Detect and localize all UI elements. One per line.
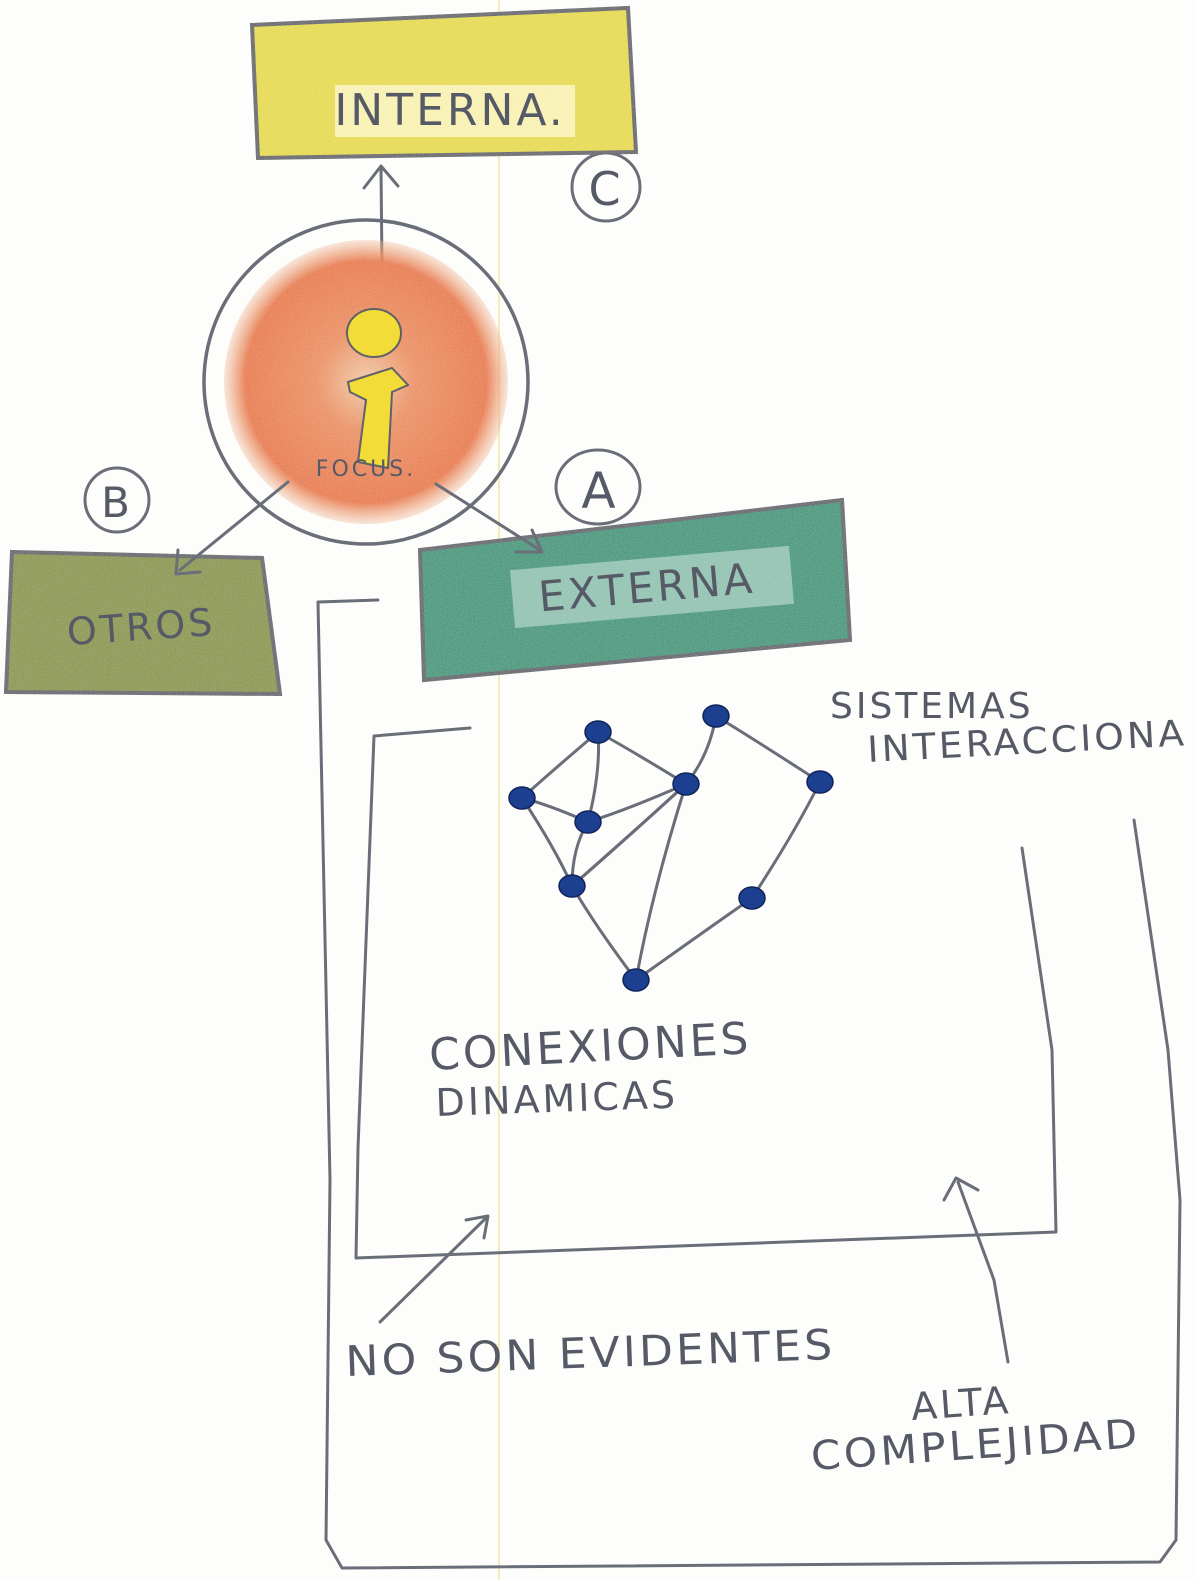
network-node bbox=[622, 968, 650, 992]
inner-frame bbox=[354, 726, 1058, 1260]
arrow-no-son-evidentes bbox=[378, 1214, 490, 1324]
focus-node: FOCUS. bbox=[202, 218, 530, 546]
network-graph bbox=[508, 704, 834, 992]
network-node bbox=[738, 886, 766, 910]
arrow-focus-to-externa bbox=[434, 482, 544, 554]
marker-a: A bbox=[554, 448, 642, 526]
conexiones-label-line1: CONEXIONES bbox=[428, 1013, 753, 1081]
arrow-focus-to-otros bbox=[174, 480, 290, 576]
network-edge bbox=[635, 896, 753, 982]
network-node bbox=[558, 874, 586, 898]
network-edge bbox=[634, 783, 688, 981]
conexiones-label-line2: DINAMICAS bbox=[435, 1073, 679, 1125]
network-node bbox=[806, 770, 834, 794]
marker-b-label: B bbox=[101, 478, 133, 527]
externa-box: EXTERNA bbox=[417, 497, 853, 683]
interna-label: INTERNA. bbox=[334, 85, 565, 136]
network-node bbox=[508, 786, 536, 810]
network-edge bbox=[587, 782, 687, 824]
marker-b: B bbox=[83, 466, 151, 534]
no-son-evidentes-label: NO SON EVIDENTES bbox=[345, 1320, 836, 1386]
marker-c-label: C bbox=[588, 162, 623, 216]
network-node bbox=[584, 720, 612, 744]
marker-c: C bbox=[570, 151, 642, 223]
sistemas-label-line1: SISTEMAS bbox=[830, 686, 1034, 727]
network-node bbox=[574, 810, 602, 834]
network-edge bbox=[586, 731, 601, 823]
alta-label: ALTA bbox=[910, 1378, 1013, 1429]
arrow-alta-complejidad bbox=[942, 1176, 1010, 1364]
network-edge bbox=[520, 730, 599, 800]
network-node bbox=[672, 772, 700, 796]
marker-a-label: A bbox=[581, 462, 618, 520]
otros-box: OTROS bbox=[3, 549, 283, 697]
network-edge bbox=[571, 782, 688, 888]
outer-frame bbox=[316, 598, 1182, 1570]
otros-label: OTROS bbox=[65, 600, 216, 654]
interna-box: INTERNA. bbox=[249, 5, 639, 161]
network-edge bbox=[715, 714, 821, 784]
focus-label: FOCUS. bbox=[316, 457, 416, 482]
network-node bbox=[702, 704, 730, 728]
network-edge bbox=[750, 781, 822, 899]
network-edge bbox=[570, 885, 638, 981]
info-person-icon bbox=[346, 308, 410, 470]
network-edge bbox=[597, 730, 687, 786]
